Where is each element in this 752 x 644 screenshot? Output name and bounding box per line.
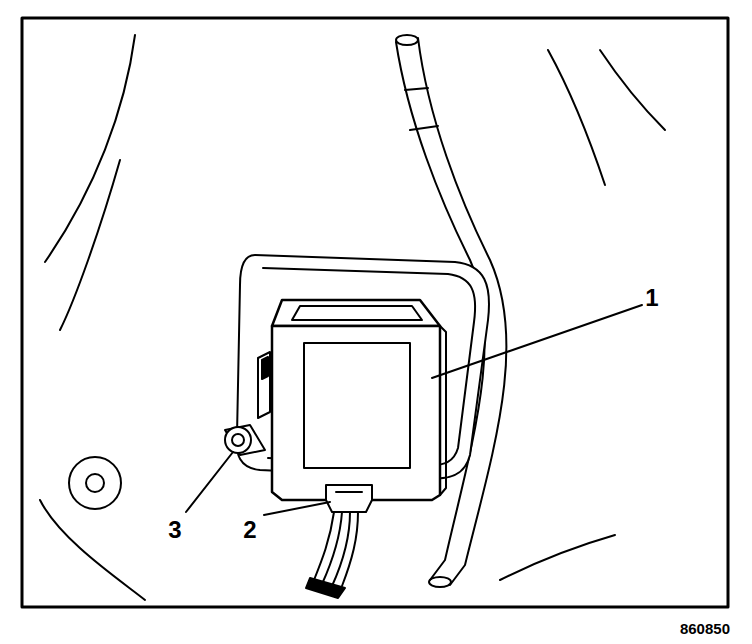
wire-harness bbox=[314, 512, 358, 586]
hose-end bbox=[396, 35, 418, 45]
nut bbox=[232, 434, 244, 446]
module-top bbox=[292, 306, 422, 320]
module-label-area bbox=[304, 343, 410, 468]
leader-line bbox=[432, 305, 642, 378]
figure-number: 860850 bbox=[680, 621, 730, 636]
connector bbox=[336, 491, 362, 493]
body-contour bbox=[500, 535, 615, 580]
callout-number: 2 bbox=[243, 518, 256, 542]
module-side bbox=[440, 326, 446, 495]
module-top bbox=[272, 300, 440, 326]
callout-number: 1 bbox=[645, 286, 658, 310]
hose-end bbox=[429, 577, 451, 587]
grommet bbox=[86, 474, 104, 492]
nut bbox=[225, 427, 251, 453]
bracket bbox=[225, 425, 265, 455]
bracket-tab bbox=[262, 357, 268, 379]
grommet bbox=[69, 457, 121, 509]
body-contour bbox=[548, 50, 605, 185]
bracket-tab bbox=[258, 352, 270, 418]
module-body bbox=[272, 326, 440, 500]
wire-harness bbox=[306, 578, 345, 598]
frame bbox=[22, 18, 728, 607]
connector bbox=[326, 485, 372, 512]
body-contour bbox=[45, 35, 135, 262]
hose-band bbox=[405, 88, 438, 130]
body-contour bbox=[600, 50, 665, 130]
leader-line bbox=[186, 452, 233, 512]
callout-number: 3 bbox=[168, 518, 181, 542]
leader-line bbox=[264, 502, 330, 515]
body-contour bbox=[40, 500, 145, 600]
body-contour bbox=[60, 160, 120, 330]
